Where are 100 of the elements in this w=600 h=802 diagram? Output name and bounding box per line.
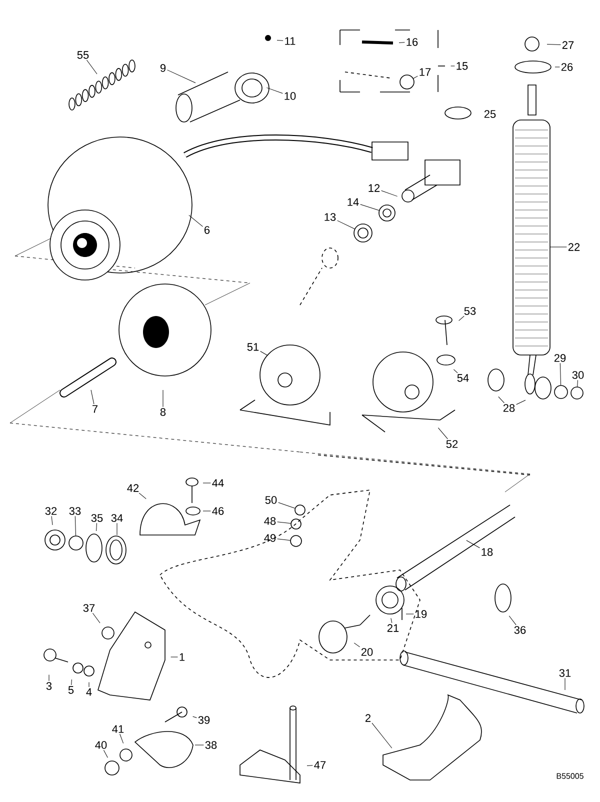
washer — [378, 204, 396, 222]
leader-line — [90, 390, 94, 404]
callout-number: 41 — [112, 725, 124, 733]
leader-line — [508, 616, 516, 626]
leader-line — [276, 40, 284, 41]
callout-number: 14 — [348, 198, 359, 206]
callout-number: 15 — [456, 62, 468, 70]
callout-number: 27 — [562, 41, 574, 49]
leader-line — [577, 380, 578, 387]
washer — [294, 504, 306, 516]
leader-line — [458, 316, 464, 321]
callout-number: 39 — [198, 716, 210, 724]
callout-number: 47 — [314, 761, 326, 769]
leader-line — [86, 60, 98, 74]
leader-line — [277, 522, 291, 524]
callout-number: 10 — [284, 92, 296, 100]
leader-line — [337, 220, 355, 230]
callout-number: 31 — [559, 669, 571, 677]
callout-number: 11 — [285, 37, 296, 45]
leader-line — [103, 750, 108, 758]
leader-line — [564, 678, 566, 690]
callout-number: 46 — [212, 507, 224, 515]
callout-number: 2 — [366, 714, 370, 722]
leader-line — [550, 246, 567, 248]
callout-number: 22 — [568, 243, 580, 251]
callout-number: 25 — [484, 110, 496, 118]
leader-line — [170, 656, 178, 658]
callout-number: 20 — [361, 648, 373, 656]
callout-number: 7 — [92, 405, 98, 413]
leader-line — [71, 679, 72, 686]
callout-number: 44 — [212, 479, 224, 487]
callout-number: 40 — [95, 741, 107, 749]
callout-number: 38 — [205, 741, 217, 749]
leader-line — [438, 428, 448, 440]
callout-number: 42 — [127, 484, 139, 492]
leader-line — [277, 538, 290, 541]
washer — [570, 386, 584, 400]
leader-line — [96, 522, 97, 532]
drawing-number: B55005 — [556, 773, 584, 779]
washer — [354, 224, 372, 242]
leader-line — [554, 66, 560, 68]
leader-line — [120, 734, 124, 744]
callout-number: 28 — [503, 404, 515, 412]
washer — [68, 536, 84, 550]
callout-number: 4 — [86, 688, 92, 696]
leader-line — [138, 492, 146, 500]
callout-number: 48 — [264, 517, 276, 525]
leader-line — [498, 396, 504, 404]
leader-line — [398, 42, 405, 43]
callout-number: 34 — [111, 514, 123, 522]
leader-line — [453, 369, 458, 374]
leader-line — [372, 722, 392, 748]
leader-line — [51, 516, 53, 526]
callout-number: 54 — [457, 374, 469, 382]
leader-line — [260, 350, 268, 356]
leader-line — [188, 214, 203, 227]
leader-line — [92, 612, 100, 624]
leader-line — [306, 765, 313, 766]
leader-line — [516, 400, 526, 405]
callout-number: 5 — [68, 686, 74, 694]
leader-line — [278, 502, 296, 508]
leader-line — [162, 390, 164, 408]
leader-line — [88, 682, 90, 688]
leader-line — [413, 76, 418, 79]
callout-number: 1 — [180, 653, 185, 661]
leader-line — [560, 362, 562, 386]
leader-line — [354, 642, 360, 648]
callout-number: 3 — [46, 682, 52, 690]
callout-number: 37 — [83, 604, 95, 612]
leader-line — [390, 618, 392, 624]
callout-number: 35 — [91, 514, 103, 522]
callout-number: 53 — [464, 307, 476, 315]
callout-number: 51 — [247, 343, 259, 351]
callout-number: 13 — [324, 213, 336, 221]
callout-number: 49 — [264, 534, 276, 542]
leader-line — [202, 510, 211, 512]
leader-line — [167, 70, 196, 84]
leader-line — [48, 674, 50, 682]
callout-number: 12 — [368, 184, 380, 192]
washer — [554, 385, 568, 399]
callout-number: 19 — [416, 610, 427, 618]
leader-line — [194, 744, 204, 746]
callout-number: 21 — [387, 624, 399, 632]
callout-number: 29 — [554, 354, 566, 362]
leader-line — [546, 44, 561, 45]
callout-number: 17 — [420, 68, 431, 76]
leader-line — [266, 87, 283, 94]
leader-line — [192, 716, 197, 718]
callout-number: 9 — [160, 64, 166, 72]
callout-number: 18 — [482, 548, 493, 556]
callout-number: 55 — [77, 51, 89, 59]
leader-line — [202, 482, 211, 484]
callout-number: 36 — [514, 626, 526, 634]
callout-number: 30 — [572, 371, 584, 379]
leader-line — [116, 522, 118, 536]
callout-number: 50 — [265, 496, 277, 504]
callout-number: 8 — [160, 408, 166, 416]
leader-line — [74, 516, 76, 536]
washer — [290, 518, 302, 530]
washer — [400, 74, 414, 90]
